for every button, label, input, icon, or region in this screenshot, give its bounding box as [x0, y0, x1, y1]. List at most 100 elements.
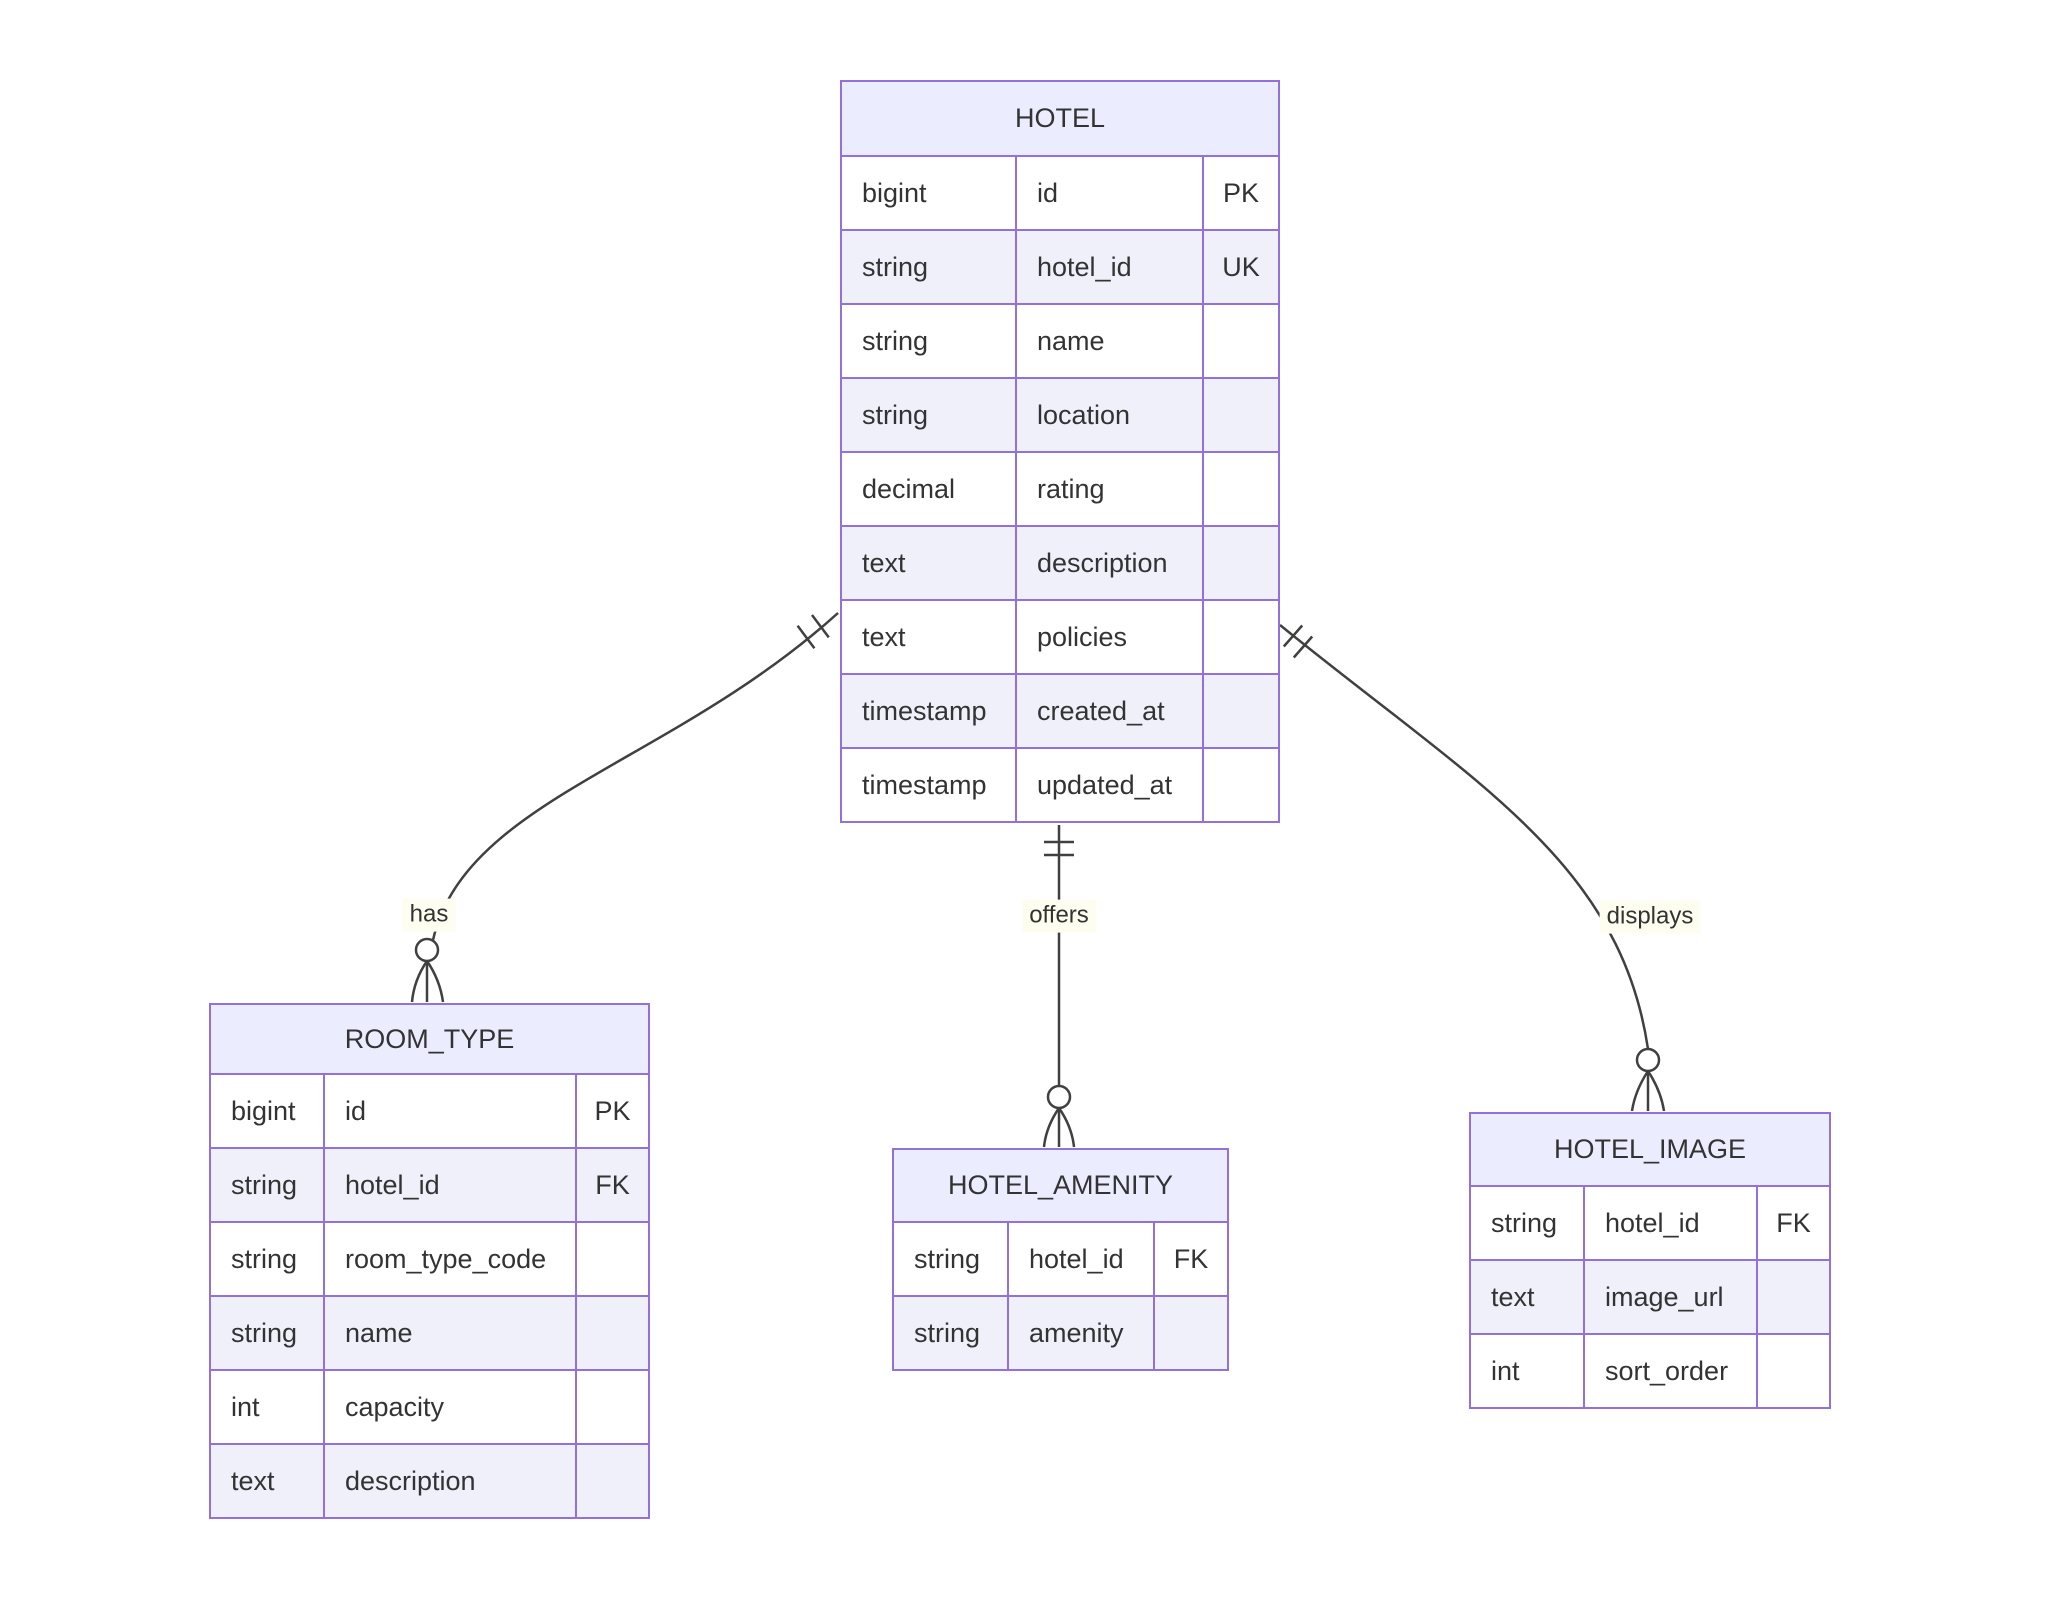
- attr-name: policies: [1015, 599, 1204, 675]
- relationship-has-line: [410, 612, 839, 1003]
- attr-key: UK: [1202, 229, 1280, 305]
- attr-key: [1202, 451, 1280, 527]
- attr-name: hotel_id: [1015, 229, 1204, 305]
- entity-hotel-amenity-table: HOTEL_AMENITY string hotel_id FK string …: [892, 1148, 1229, 1371]
- attr-type: text: [840, 525, 1017, 601]
- relationship-displays-curve: [1279, 624, 1650, 1050]
- entity-row: bigint id PK: [840, 155, 1280, 231]
- attr-name: id: [1015, 155, 1204, 231]
- entity-hotel-table: HOTEL bigint id PK string hotel_id UK st…: [840, 80, 1280, 823]
- attr-name: name: [323, 1295, 577, 1371]
- entity-room-type: ROOM_TYPE bigint id PK string hotel_id F…: [209, 1003, 650, 1519]
- entity-row: text policies: [840, 599, 1280, 675]
- attr-name: amenity: [1007, 1295, 1155, 1371]
- attr-key: [1202, 747, 1280, 823]
- entity-row: string room_type_code: [209, 1221, 650, 1297]
- attr-key: FK: [1756, 1185, 1831, 1261]
- attr-type: string: [840, 377, 1017, 453]
- attr-type: bigint: [209, 1073, 325, 1149]
- attr-key: FK: [575, 1147, 650, 1223]
- entity-row: string location: [840, 377, 1280, 453]
- attr-type: text: [209, 1443, 325, 1519]
- attr-key: [575, 1295, 650, 1371]
- relationship-displays-line: [1279, 624, 1666, 1112]
- cardinality-exactly-one-marker-has: [796, 614, 830, 649]
- attr-type: string: [892, 1221, 1009, 1297]
- entity-hotel: HOTEL bigint id PK string hotel_id UK st…: [840, 80, 1280, 823]
- attr-type: text: [1469, 1259, 1585, 1335]
- entity-row: int sort_order: [1469, 1333, 1831, 1409]
- entity-row: string name: [840, 303, 1280, 379]
- attr-key: PK: [1202, 155, 1280, 231]
- attr-type: string: [209, 1147, 325, 1223]
- attr-name: hotel_id: [1583, 1185, 1758, 1261]
- cardinality-zero-or-more-marker-displays: [1630, 1047, 1666, 1112]
- entity-hotel-amenity: HOTEL_AMENITY string hotel_id FK string …: [892, 1148, 1229, 1371]
- relationship-offers-line: [1042, 825, 1076, 1148]
- relationship-label-has: has: [402, 898, 456, 932]
- attr-type: string: [892, 1295, 1009, 1371]
- relationship-label-displays: displays: [1599, 900, 1701, 934]
- entity-row: string amenity: [892, 1295, 1229, 1371]
- entity-row: text image_url: [1469, 1259, 1831, 1335]
- attr-type: int: [1469, 1333, 1585, 1409]
- attr-name: updated_at: [1015, 747, 1204, 823]
- entity-row: text description: [840, 525, 1280, 601]
- entity-hotel-image-table: HOTEL_IMAGE string hotel_id FK text imag…: [1469, 1112, 1831, 1409]
- attr-type: timestamp: [840, 673, 1017, 749]
- attr-name: image_url: [1583, 1259, 1758, 1335]
- attr-name: created_at: [1015, 673, 1204, 749]
- attr-name: capacity: [323, 1369, 577, 1445]
- cardinality-zero-or-more-marker-offers: [1042, 1084, 1076, 1148]
- entity-row: string hotel_id FK: [1469, 1185, 1831, 1261]
- attr-name: rating: [1015, 451, 1204, 527]
- attr-key: [1202, 377, 1280, 453]
- attr-type: string: [1469, 1185, 1585, 1261]
- attr-name: id: [323, 1073, 577, 1149]
- entity-room-type-title: ROOM_TYPE: [209, 1003, 650, 1075]
- entity-row: decimal rating: [840, 451, 1280, 527]
- entity-row: string hotel_id FK: [209, 1147, 650, 1223]
- attr-name: sort_order: [1583, 1333, 1758, 1409]
- relationship-has-curve: [431, 612, 839, 941]
- entity-room-type-table: ROOM_TYPE bigint id PK string hotel_id F…: [209, 1003, 650, 1519]
- attr-type: string: [209, 1221, 325, 1297]
- attr-key: PK: [575, 1073, 650, 1149]
- entity-hotel-image-title: HOTEL_IMAGE: [1469, 1112, 1831, 1187]
- attr-key: [1202, 303, 1280, 379]
- entity-row: text description: [209, 1443, 650, 1519]
- attr-name: description: [323, 1443, 577, 1519]
- attr-name: name: [1015, 303, 1204, 379]
- entity-hotel-image: HOTEL_IMAGE string hotel_id FK text imag…: [1469, 1112, 1831, 1409]
- entity-row: timestamp created_at: [840, 673, 1280, 749]
- attr-key: FK: [1153, 1221, 1229, 1297]
- attr-type: string: [840, 303, 1017, 379]
- entity-hotel-amenity-title: HOTEL_AMENITY: [892, 1148, 1229, 1223]
- attr-type: timestamp: [840, 747, 1017, 823]
- attr-type: string: [840, 229, 1017, 305]
- attr-name: hotel_id: [323, 1147, 577, 1223]
- entity-row: string name: [209, 1295, 650, 1371]
- entity-hotel-title: HOTEL: [840, 80, 1280, 157]
- entity-row: string hotel_id FK: [892, 1221, 1229, 1297]
- cardinality-exactly-one-marker-displays: [1282, 624, 1314, 659]
- attr-key: [575, 1443, 650, 1519]
- attr-key: [1202, 525, 1280, 601]
- entity-row: bigint id PK: [209, 1073, 650, 1149]
- attr-type: bigint: [840, 155, 1017, 231]
- attr-key: [1202, 599, 1280, 675]
- attr-type: decimal: [840, 451, 1017, 527]
- attr-name: hotel_id: [1007, 1221, 1155, 1297]
- entity-row: string hotel_id UK: [840, 229, 1280, 305]
- attr-key: [575, 1221, 650, 1297]
- attr-type: int: [209, 1369, 325, 1445]
- attr-name: room_type_code: [323, 1221, 577, 1297]
- attr-key: [1756, 1333, 1831, 1409]
- attr-key: [575, 1369, 650, 1445]
- attr-key: [1153, 1295, 1229, 1371]
- attr-type: string: [209, 1295, 325, 1371]
- cardinality-exactly-one-marker-offers: [1044, 840, 1074, 857]
- attr-type: text: [840, 599, 1017, 675]
